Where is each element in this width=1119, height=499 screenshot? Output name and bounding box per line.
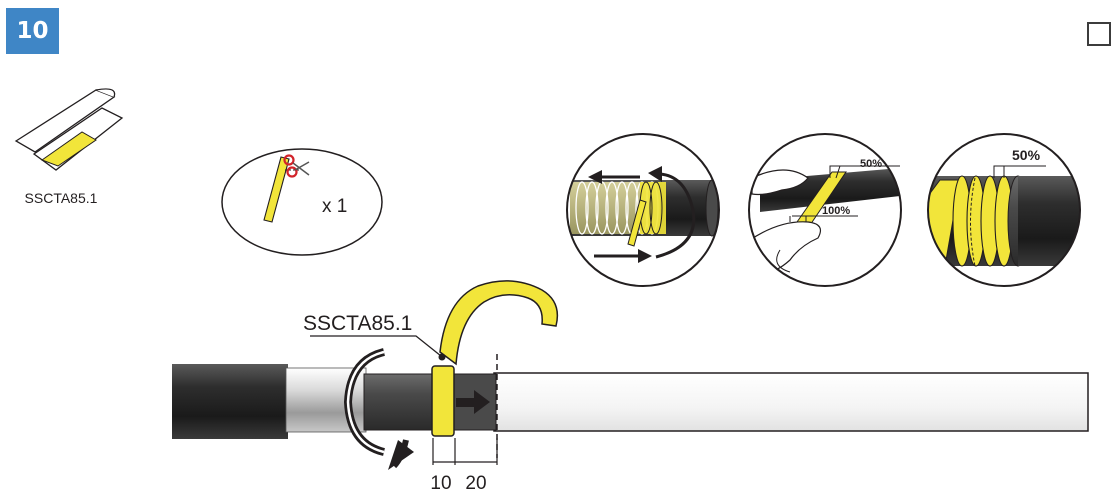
width-100-label: 100% [822,205,850,217]
detail-overlap-technique [748,133,902,287]
result-50-label: 50% [1012,147,1041,163]
direction-arrow-icon [456,390,490,414]
scissors-icon [283,154,310,178]
step-done-checkbox[interactable] [1087,22,1111,46]
tape-callout-label: SSCTA85.1 [303,312,412,335]
dimension-marks [432,438,498,465]
callout-dot [438,353,446,361]
detail-wrap-direction [566,133,720,287]
cut-tape-illustration [221,148,383,256]
step-number-badge: 10 [6,8,59,54]
cable-assembly [172,364,1089,439]
detail-overlap-result [927,133,1081,287]
rotation-arrow-icon [343,348,414,470]
yellow-tape [431,280,559,437]
overlap-50-label: 50% [860,158,882,170]
tape-package-icon [14,88,124,171]
dimension-20-label: 20 [465,473,486,494]
kit-part-label: SSCTA85.1 [25,190,98,206]
cut-quantity-label: x 1 [322,196,347,217]
callout-leader-line [310,335,442,357]
dimension-10-label: 10 [430,473,451,494]
